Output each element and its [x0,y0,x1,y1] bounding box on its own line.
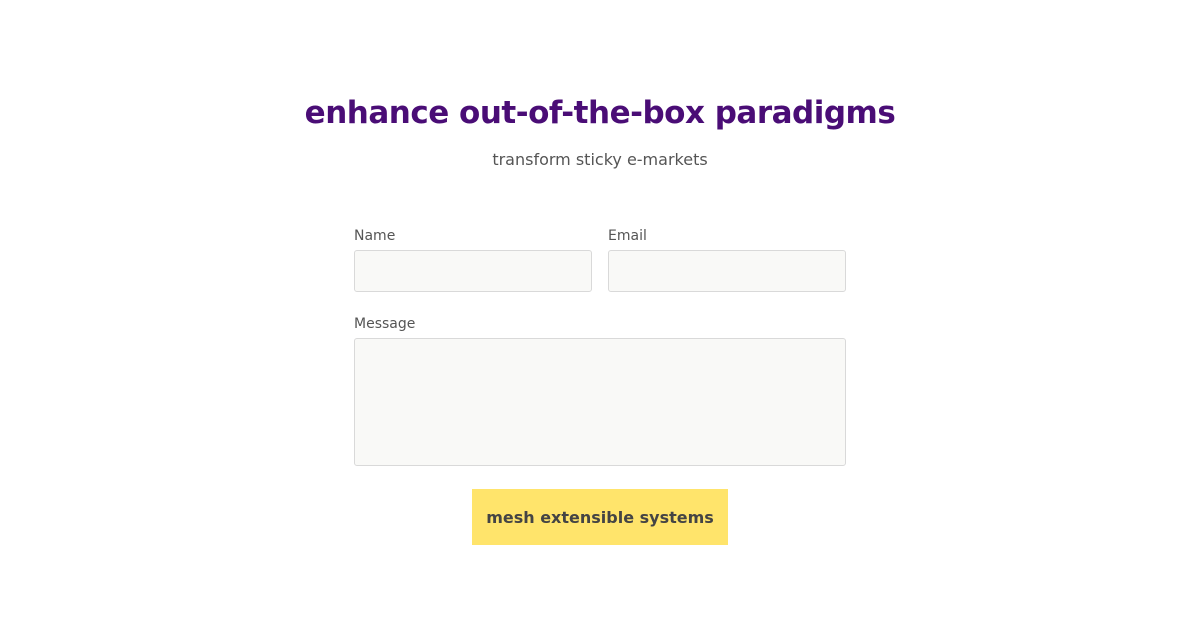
email-field-group: Email [608,226,846,292]
email-label: Email [608,228,647,244]
email-input[interactable] [608,250,846,292]
submit-container: mesh extensible systems [354,489,846,545]
message-field-group: Message [354,314,846,466]
name-field-group: Name [354,226,592,292]
page-subtitle: transform sticky e-markets [492,150,708,169]
message-textarea[interactable] [354,338,846,466]
page-title: enhance out-of-the-box paradigms [304,95,896,131]
message-label: Message [354,316,416,332]
name-label: Name [354,228,396,244]
name-input[interactable] [354,250,592,292]
name-email-row: Name Email [354,226,846,292]
submit-button[interactable]: mesh extensible systems [472,489,728,545]
contact-form: Name Email Message mesh extensible syste… [354,226,846,545]
